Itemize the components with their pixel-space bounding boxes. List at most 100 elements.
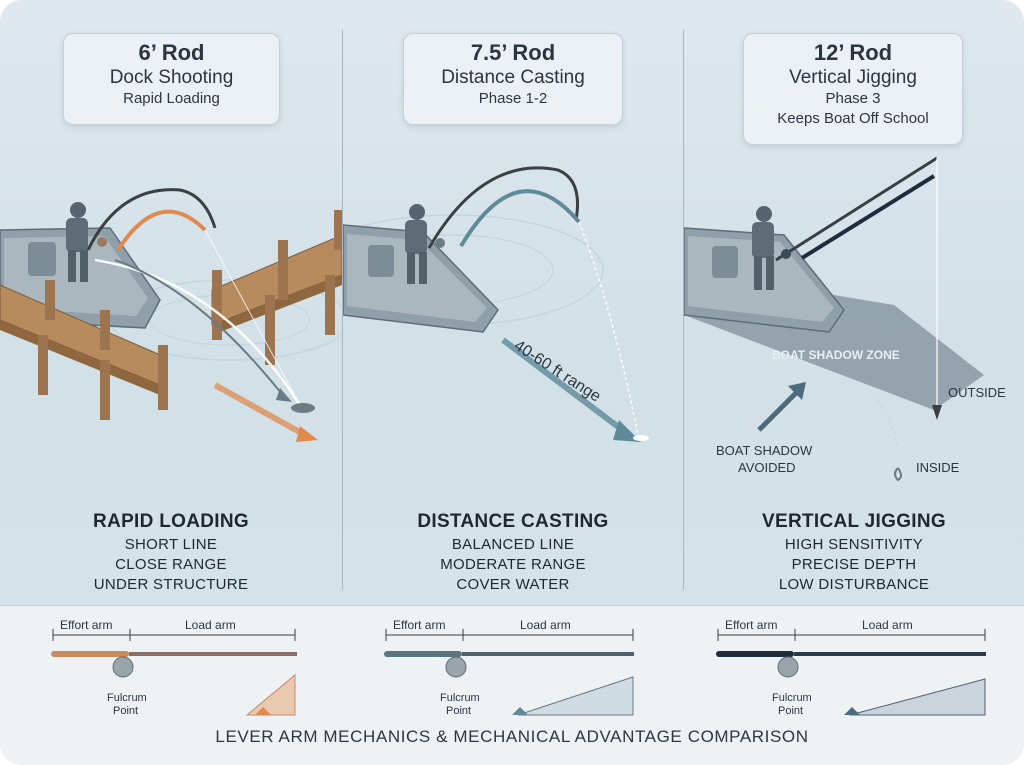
- reel: [445, 656, 467, 678]
- rod-use: Vertical Jigging: [789, 67, 917, 88]
- point-1: SHORT LINE: [124, 536, 218, 553]
- rod-flex-line: [800, 174, 936, 260]
- rod-length: 12’ Rod: [813, 40, 893, 65]
- shadow-avoided-arrow: [757, 388, 801, 432]
- rod-blank: [775, 156, 938, 262]
- boat-seat: [712, 246, 738, 278]
- panel-heading-1: RAPID LOADING SHORT LINE CLOSE RANGE UND…: [0, 509, 342, 595]
- fulcrum-marker: [512, 707, 528, 715]
- point-2: MODERATE RANGE: [440, 556, 586, 573]
- lever-diagram-7-5ft: Effort arm Load arm Fulcrum Point: [384, 618, 634, 717]
- rod-detail-2: Keeps Boat Off School: [777, 110, 929, 127]
- arrow-head: [613, 420, 641, 442]
- fulcrum-label-line2: Point: [446, 705, 471, 717]
- shadow-zone-label: BOAT SHADOW ZONE: [772, 348, 900, 362]
- fishing-line: [578, 221, 639, 436]
- fulcrum-label-line1: Fulcrum: [107, 692, 147, 704]
- angler-figure: [405, 204, 427, 284]
- rod-detail: Phase 1-2: [478, 90, 548, 107]
- lever-caption: LEVER ARM MECHANICS & MECHANICAL ADVANTA…: [215, 727, 809, 746]
- reel: [777, 656, 799, 678]
- point-1: BALANCED LINE: [451, 536, 575, 553]
- fulcrum-label-line1: Fulcrum: [772, 692, 812, 704]
- hook-inside: [894, 467, 902, 482]
- advantage-triangle: [517, 676, 634, 716]
- rod-flex-arc: [116, 209, 207, 252]
- effort-arm-label: Effort arm: [725, 618, 777, 632]
- boat-seat: [28, 242, 56, 276]
- dock-shooting-scene: [0, 188, 342, 442]
- panel-heading-2: DISTANCE CASTING BALANCED LINE MODERATE …: [343, 509, 683, 595]
- fulcrum-marker: [844, 707, 860, 715]
- reel: [781, 249, 791, 259]
- fulcrum-label-line2: Point: [778, 705, 803, 717]
- rod-card-12ft: 12’ Rod Vertical Jigging Phase 3 Keeps B…: [743, 33, 963, 145]
- effort-arm-label: Effort arm: [60, 618, 112, 632]
- point-3: UNDER STRUCTURE: [93, 576, 249, 593]
- vertical-jigging-scene: BOAT SHADOW ZONE OUTSIDE INSIDE BOAT SHA…: [684, 156, 1006, 482]
- shadow-avoided-line2: AVOIDED: [738, 460, 796, 475]
- angler-figure: [66, 202, 88, 282]
- rod-handle: [716, 651, 794, 657]
- effort-arm-label: Effort arm: [393, 618, 445, 632]
- load-arm-label: Load arm: [862, 618, 913, 632]
- fulcrum-label-line2: Point: [113, 705, 138, 717]
- fishing-line-inside: [873, 394, 899, 451]
- rod-length: 6’ Rod: [138, 40, 205, 65]
- heading-text: VERTICAL JIGGING: [762, 511, 946, 532]
- inside-label: INSIDE: [916, 460, 960, 475]
- load-arm-label: Load arm: [185, 618, 236, 632]
- point-3: LOW DISTURBANCE: [778, 576, 930, 593]
- rod-use: Distance Casting: [441, 67, 585, 88]
- point-3: COVER WATER: [456, 576, 570, 593]
- lever-strip: [0, 605, 1024, 765]
- rod-handle: [384, 651, 462, 657]
- rod-blank: [86, 188, 217, 251]
- advantage-triangle: [849, 678, 986, 716]
- reel: [97, 237, 107, 247]
- outside-label: OUTSIDE: [948, 385, 1006, 400]
- arrow-head: [296, 426, 318, 442]
- range-label: 40-60 ft range: [511, 337, 604, 406]
- arrow-head: [276, 388, 292, 402]
- arrow-head: [788, 382, 806, 400]
- lever-diagram-6ft: Effort arm Load arm Fulcrum Point: [51, 618, 297, 717]
- fishing-line: [204, 229, 301, 406]
- heading-text: RAPID LOADING: [93, 511, 249, 532]
- rod-card-7-5ft: 7.5’ Rod Distance Casting Phase 1-2: [403, 33, 623, 125]
- dock-right: [211, 210, 342, 365]
- heading-text: DISTANCE CASTING: [417, 511, 609, 532]
- jig-outside: [932, 405, 942, 420]
- skip-arrow: [213, 382, 307, 438]
- rod-blank: [427, 166, 579, 249]
- cast-line: [94, 258, 302, 406]
- point-2: PRECISE DEPTH: [791, 556, 917, 573]
- advantage-triangle: [245, 673, 296, 716]
- dock-left: [0, 280, 168, 420]
- point-2: CLOSE RANGE: [115, 556, 227, 573]
- load-arm-label: Load arm: [520, 618, 571, 632]
- reel: [435, 238, 445, 248]
- fulcrum-marker: [255, 707, 271, 715]
- rod-section: [129, 652, 297, 656]
- rod-card-6ft: 6’ Rod Dock Shooting Rapid Loading: [63, 33, 280, 125]
- angler-figure: [752, 206, 774, 290]
- rod-detail: Phase 3: [825, 90, 881, 107]
- range-arrow: [501, 337, 627, 435]
- rod-use: Dock Shooting: [109, 67, 234, 88]
- rod-handle: [51, 651, 129, 657]
- shadow-avoided-line1: BOAT SHADOW: [716, 443, 813, 458]
- distance-casting-scene: 40-60 ft range: [343, 166, 649, 442]
- panel-heading-3: VERTICAL JIGGING HIGH SENSITIVITY PRECIS…: [684, 509, 1024, 595]
- reel: [112, 656, 134, 678]
- lure: [291, 403, 315, 413]
- rod-section: [462, 652, 634, 656]
- boat-seat: [368, 245, 394, 277]
- rod-flex-arc: [459, 189, 581, 248]
- trajectory-arrow: [114, 259, 286, 399]
- fulcrum-label-line1: Fulcrum: [440, 692, 480, 704]
- rod-section: [794, 652, 986, 656]
- rod-length: 7.5’ Rod: [470, 40, 556, 65]
- splash: [633, 435, 649, 441]
